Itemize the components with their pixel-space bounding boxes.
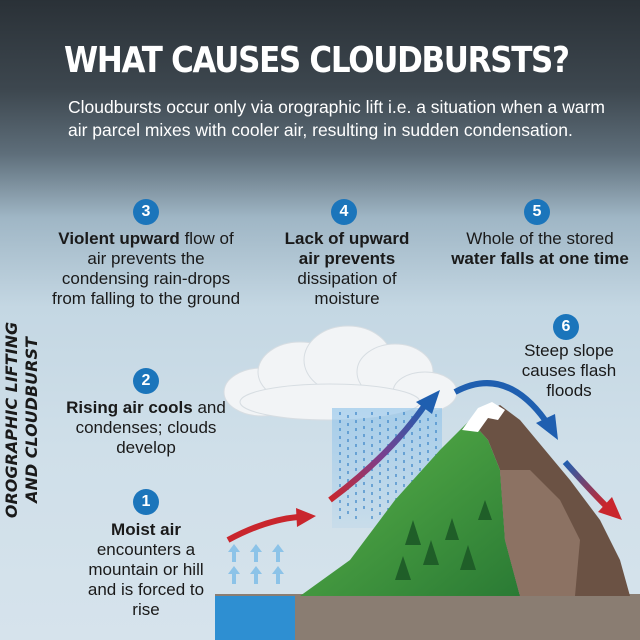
crest-arrowhead bbox=[536, 414, 558, 440]
mountain-rock-shade bbox=[500, 470, 580, 596]
step-4-badge: 4 bbox=[331, 199, 357, 225]
step-1-bold: Moist air bbox=[111, 520, 181, 539]
step-4-caption: Lack of upward air prevents dissipation … bbox=[272, 229, 422, 309]
step-5-bold: water falls at one time bbox=[451, 249, 629, 268]
step-6-badge: 6 bbox=[553, 314, 579, 340]
step-4-text: dissipation of moisture bbox=[297, 269, 397, 308]
page-subtitle: Cloudbursts occur only via orographic li… bbox=[68, 97, 605, 140]
step-3-caption: Violent upward flow of air prevents the … bbox=[50, 229, 242, 309]
side-label: OROGRAPHIC LIFTING AND CLOUDBURST bbox=[2, 300, 42, 540]
moist-air-arrowhead bbox=[296, 508, 316, 527]
water bbox=[215, 596, 295, 640]
moist-air-arrow bbox=[226, 514, 299, 543]
step-1-badge: 1 bbox=[133, 489, 159, 515]
descending-arrow bbox=[562, 460, 608, 508]
mountain-green-slope bbox=[300, 420, 520, 596]
step-3-bold: Violent upward bbox=[58, 229, 180, 248]
step-2-text: and condenses; clouds develop bbox=[75, 398, 226, 457]
step-4-bold: Lack of upward air prevents bbox=[284, 229, 410, 268]
step-2-badge: 2 bbox=[133, 368, 159, 394]
step-1-caption: Moist air encounters a mountain or hill … bbox=[80, 520, 212, 620]
page-title: WHAT CAUSES CLOUDBURSTS? bbox=[64, 40, 570, 81]
step-3-text: flow of air prevents the condensing rain… bbox=[51, 229, 241, 308]
step-1-text: encounters a mountain or hill and is for… bbox=[87, 540, 205, 619]
step-5-badge: 5 bbox=[524, 199, 550, 225]
step-6-caption: Steep slope causes flash floods bbox=[510, 341, 628, 401]
side-label-line2: AND CLOUDBURST bbox=[22, 337, 41, 503]
side-label-line1: OROGRAPHIC LIFTING bbox=[2, 321, 21, 519]
rising-air-arrows bbox=[228, 544, 284, 584]
step-2-bold: Rising air cools bbox=[66, 398, 193, 417]
crest-arrow bbox=[453, 380, 548, 422]
snow-cap bbox=[462, 402, 505, 432]
step-6-text: Steep slope causes flash floods bbox=[521, 341, 617, 400]
rain-drops bbox=[339, 412, 437, 522]
cloud bbox=[223, 325, 458, 421]
descending-arrowhead bbox=[598, 497, 622, 520]
step-5-text: Whole of the stored bbox=[466, 229, 614, 248]
rising-arrowhead bbox=[416, 390, 440, 414]
step-3-badge: 3 bbox=[133, 199, 159, 225]
trees bbox=[395, 500, 492, 580]
step-5-caption: Whole of the stored water falls at one t… bbox=[450, 229, 630, 269]
step-2-caption: Rising air cools and condenses; clouds d… bbox=[66, 398, 226, 458]
rising-arrow bbox=[328, 403, 428, 503]
